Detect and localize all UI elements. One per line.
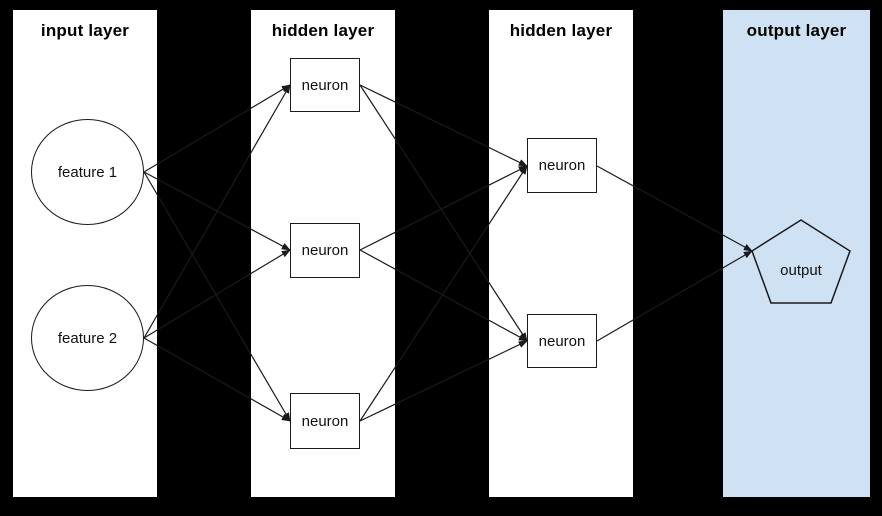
- panel-output-layer: output layer: [723, 10, 870, 497]
- node-h1-neuron-1-label: neuron: [301, 76, 349, 94]
- node-h2-neuron-1-label: neuron: [538, 157, 586, 174]
- panel-input-layer: input layer: [13, 10, 157, 497]
- node-feature2-label: feature 2: [57, 329, 118, 347]
- node-h1-neuron-2: neuron: [290, 223, 360, 278]
- node-h1-neuron-1: neuron: [290, 58, 360, 112]
- node-h1-neuron-2-label: neuron: [301, 242, 349, 259]
- hidden-layer-2-title: hidden layer: [509, 21, 613, 40]
- node-output-label: output: [780, 262, 822, 279]
- output-layer-title: output layer: [746, 21, 847, 40]
- node-feature2: feature 2: [31, 285, 144, 391]
- node-feature1-label: feature 1: [57, 163, 118, 181]
- node-h2-neuron-2-label: neuron: [538, 332, 586, 350]
- input-layer-title: input layer: [40, 21, 130, 40]
- node-h1-neuron-3-label: neuron: [301, 412, 349, 430]
- node-h2-neuron-1: neuron: [527, 138, 597, 193]
- hidden-layer-1-title: hidden layer: [271, 21, 375, 40]
- node-feature1: feature 1: [31, 119, 144, 225]
- node-h1-neuron-3: neuron: [290, 393, 360, 449]
- node-h2-neuron-2: neuron: [527, 314, 597, 368]
- panel-hidden-layer-2: hidden layer: [489, 10, 633, 497]
